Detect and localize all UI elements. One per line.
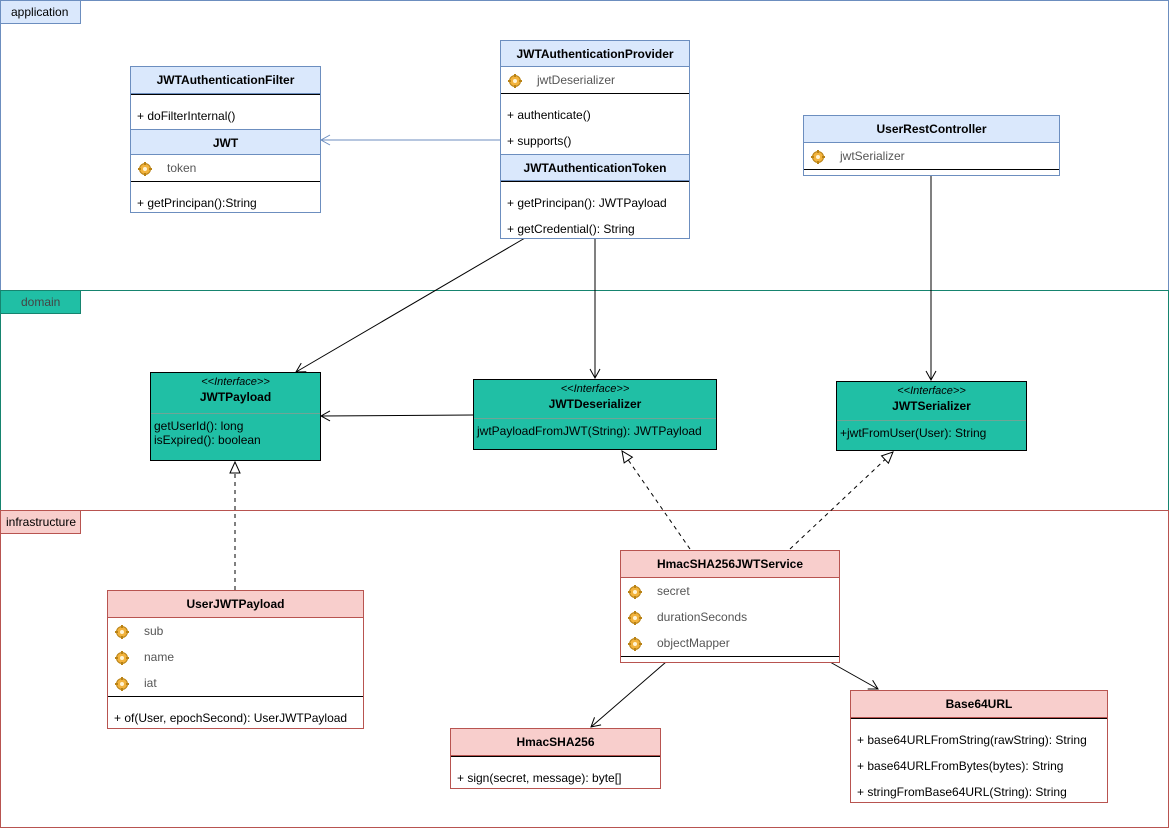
key-icon xyxy=(507,72,523,88)
package-label: application xyxy=(11,5,69,19)
key-icon xyxy=(627,583,643,599)
package-tab: infrastructure xyxy=(1,511,81,534)
attribute: token xyxy=(167,161,197,175)
association-line xyxy=(319,410,474,422)
operation: + sign(secret, message): byte[] xyxy=(457,771,622,785)
class-jwt-authentication-filter[interactable]: JWTAuthenticationFilter + doFilterIntern… xyxy=(130,66,321,213)
class-name-token: JWTAuthenticationToken xyxy=(501,154,689,181)
attribute-row: jwtDeserializer xyxy=(501,67,689,93)
operation: + doFilterInternal() xyxy=(137,109,236,123)
class-name-jwt: JWT xyxy=(131,129,320,155)
interface-jwt-payload[interactable]: <<Interface>> JWTPayload getUserId(): lo… xyxy=(150,372,321,461)
class-name: Base64URL xyxy=(851,691,1107,718)
key-icon xyxy=(114,675,130,691)
class-hmac-sha256[interactable]: HmacSHA256 + sign(secret, message): byte… xyxy=(450,728,661,789)
stereotype: <<Interface>> xyxy=(201,376,270,388)
divider xyxy=(804,169,1059,173)
interface-jwt-serializer[interactable]: <<Interface>> JWTSerializer +jwtFromUser… xyxy=(836,381,1027,451)
operations: getUserId(): long isExpired(): boolean xyxy=(151,413,320,452)
interface-jwt-deserializer[interactable]: <<Interface>> JWTDeserializer jwtPayload… xyxy=(473,379,717,450)
attribute-row: jwtSerializer xyxy=(804,143,1059,169)
package-label: infrastructure xyxy=(6,515,77,529)
operation: + supports() xyxy=(507,134,572,148)
attribute: objectMapper xyxy=(657,636,730,650)
class-name: UserJWTPayload xyxy=(108,591,363,618)
class-user-jwt-payload[interactable]: UserJWTPayload sub name iat + of(User, e… xyxy=(107,590,364,729)
divider xyxy=(501,181,689,190)
attribute: iat xyxy=(144,676,157,690)
package-tab: domain xyxy=(1,291,81,314)
attribute: durationSeconds xyxy=(657,610,748,624)
divider xyxy=(108,696,363,705)
divider xyxy=(501,93,689,102)
operations: +jwtFromUser(User): String xyxy=(837,420,1026,445)
attribute-row: token xyxy=(131,155,320,181)
divider xyxy=(451,756,660,765)
operation: isExpired(): boolean xyxy=(154,433,261,447)
operation: + getPrincipan():String xyxy=(137,196,257,210)
attribute: jwtDeserializer xyxy=(537,73,616,87)
operations: jwtPayloadFromJWT(String): JWTPayload xyxy=(474,418,716,443)
attribute: sub xyxy=(144,624,164,638)
divider xyxy=(131,181,320,190)
operation: + getCredential(): String xyxy=(507,222,635,236)
class-name: UserRestController xyxy=(804,116,1059,143)
realization-line xyxy=(621,450,691,550)
package-label: domain xyxy=(21,295,61,309)
association-line xyxy=(829,661,879,690)
association-line xyxy=(590,661,667,728)
class-jwt-authentication-provider[interactable]: JWTAuthenticationProvider jwtDeserialize… xyxy=(500,40,690,239)
operation: jwtPayloadFromJWT(String): JWTPayload xyxy=(477,424,702,438)
stereotype: <<Interface>> xyxy=(560,383,630,395)
class-name: JWTAuthenticationFilter xyxy=(131,67,320,94)
operation: + base64URLFromBytes(bytes): String xyxy=(857,759,1064,773)
interface-name: JWTPayload xyxy=(199,390,272,404)
divider xyxy=(621,656,839,665)
attribute-row: name xyxy=(108,644,363,670)
key-icon xyxy=(114,649,130,665)
attribute: jwtSerializer xyxy=(840,149,905,163)
class-name: HmacSHA256 xyxy=(451,729,660,756)
package-tab: application xyxy=(1,1,81,24)
attribute-row: iat xyxy=(108,670,363,696)
key-icon xyxy=(627,635,643,651)
class-user-rest-controller[interactable]: UserRestController jwtSerializer xyxy=(803,115,1060,176)
key-icon xyxy=(137,160,153,176)
key-icon xyxy=(114,623,130,639)
attribute-row: secret xyxy=(621,578,839,604)
class-name: JWTAuthenticationProvider xyxy=(501,41,689,67)
attribute: name xyxy=(144,650,175,664)
realization-line xyxy=(789,451,894,550)
operation: + authenticate() xyxy=(507,108,591,122)
operation: + stringFromBase64URL(String): String xyxy=(857,785,1067,799)
divider xyxy=(851,718,1107,727)
operation: +jwtFromUser(User): String xyxy=(840,426,987,440)
class-base64url[interactable]: Base64URL + base64URLFromString(rawStrin… xyxy=(850,690,1108,803)
operation: + getPrincipan(): JWTPayload xyxy=(507,196,667,210)
class-hmac-sha256-jwt-service[interactable]: HmacSHA256JWTService secret durationSeco… xyxy=(620,550,840,663)
interface-name: JWTDeserializer xyxy=(548,397,642,411)
stereotype: <<Interface>> xyxy=(897,385,966,397)
association-line xyxy=(295,237,526,373)
divider xyxy=(131,94,320,103)
key-icon xyxy=(810,148,826,164)
interface-name: JWTSerializer xyxy=(892,399,971,413)
attribute-row: sub xyxy=(108,618,363,644)
operation: + base64URLFromString(rawString): String xyxy=(857,733,1087,747)
operation: + of(User, epochSecond): UserJWTPayload xyxy=(114,711,348,725)
class-name: HmacSHA256JWTService xyxy=(621,551,839,578)
operation: getUserId(): long xyxy=(154,419,244,433)
attribute: secret xyxy=(657,584,690,598)
attribute-row: objectMapper xyxy=(621,630,839,656)
key-icon xyxy=(627,609,643,625)
attribute-row: durationSeconds xyxy=(621,604,839,630)
